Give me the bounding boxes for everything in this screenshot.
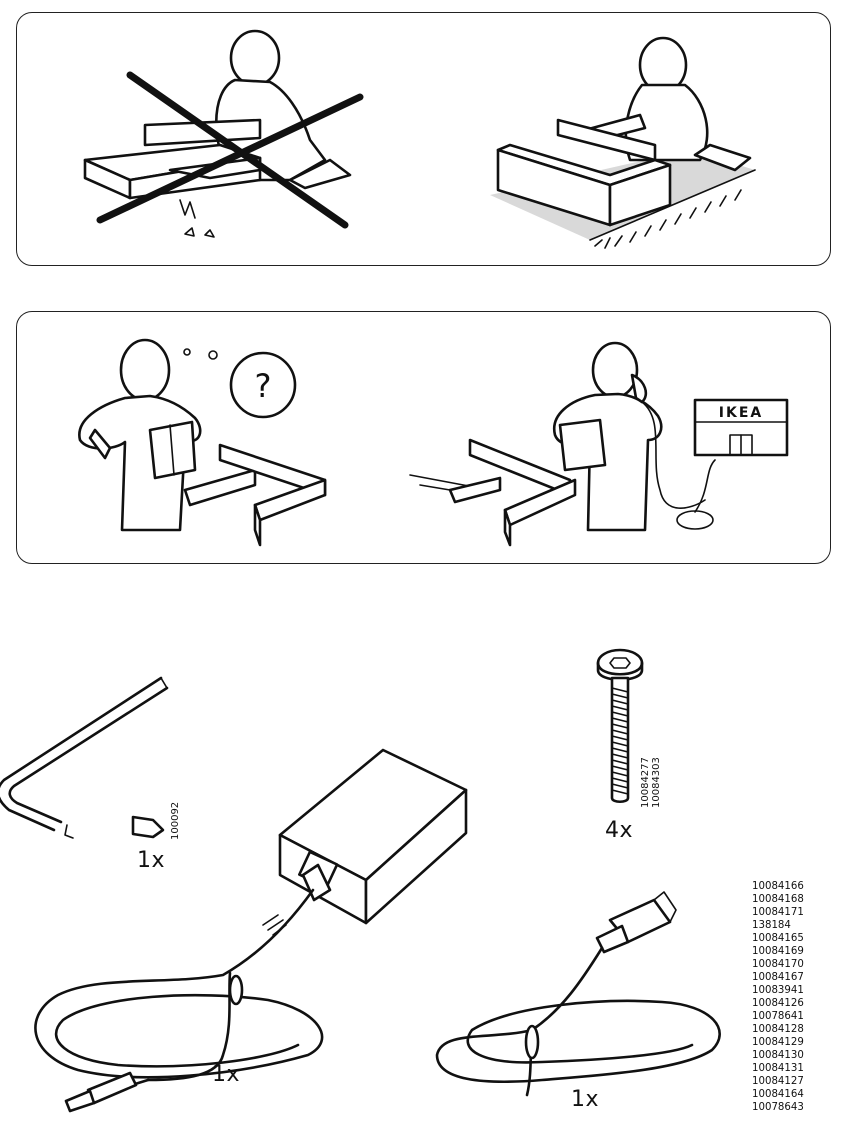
code-item: 10084127 xyxy=(752,1076,804,1087)
code-item: 138184 xyxy=(752,920,791,931)
code-item: 10084129 xyxy=(752,1037,804,1048)
hex-key-illustration xyxy=(0,676,169,839)
store-sign: IKEA xyxy=(719,405,763,421)
hex-key-tip xyxy=(131,815,165,839)
call-ikea-illustration: IKEA xyxy=(409,341,789,547)
bolt-code-2: 10084303 xyxy=(651,757,662,808)
bolt-illustration xyxy=(596,648,644,804)
power-cord-illustration xyxy=(435,891,721,1097)
code-item: 10084130 xyxy=(752,1050,804,1061)
hex-key-quantity: 1x xyxy=(137,848,166,873)
code-item: 10084165 xyxy=(752,933,804,944)
question-bubble xyxy=(229,351,297,419)
code-item: 10084164 xyxy=(752,1089,804,1100)
power-cord-quantity: 1x xyxy=(571,1087,600,1112)
code-item: 10084170 xyxy=(752,959,804,970)
code-item: 10084167 xyxy=(752,972,804,983)
code-item: 10083941 xyxy=(752,985,804,996)
code-item: 10084166 xyxy=(752,881,804,892)
confused-person-illustration: ? xyxy=(78,338,327,547)
code-item: 10084168 xyxy=(752,894,804,905)
code-item: 10084128 xyxy=(752,1024,804,1035)
question-mark: ? xyxy=(255,367,272,405)
code-item: 10084131 xyxy=(752,1063,804,1074)
code-item: 10084126 xyxy=(752,998,804,1009)
code-item: 10084169 xyxy=(752,946,804,957)
code-item: 10078643 xyxy=(752,1102,804,1113)
code-item: 10078641 xyxy=(752,1011,804,1022)
code-item: 10084171 xyxy=(752,907,804,918)
bolt-code-1: 10084277 xyxy=(640,757,651,808)
power-cord-codes: 10084166 10084168 10084171 138184 100841… xyxy=(752,880,804,1114)
correct-soft-surface-illustration xyxy=(490,36,756,249)
bolt-quantity: 4x xyxy=(605,818,634,843)
power-adapter-illustration xyxy=(34,748,468,1113)
wrong-hard-floor-illustration xyxy=(83,29,364,238)
adapter-quantity: 1x xyxy=(212,1062,241,1087)
